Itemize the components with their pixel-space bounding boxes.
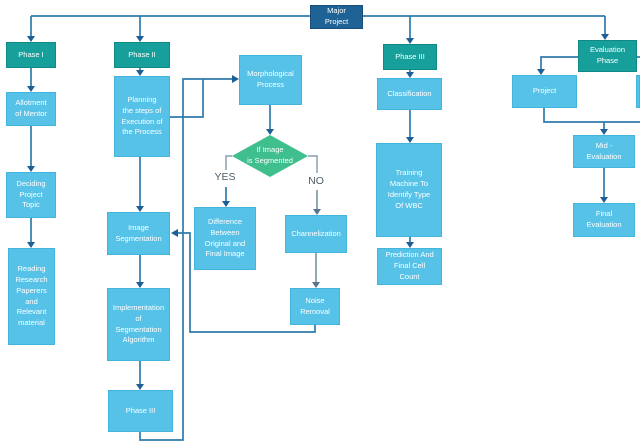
- edge-label-no: NO: [301, 175, 331, 187]
- arrowhead-classification: [406, 72, 414, 78]
- node-reading-research[interactable]: Reading Research Paperers and Relevant m…: [8, 248, 55, 345]
- node-image-segmentation[interactable]: Image Segmentation: [107, 212, 170, 255]
- node-implementation-algorithm[interactable]: Implementation of Segmentation Algorithm: [107, 288, 170, 361]
- arrowhead-implementation: [136, 282, 144, 288]
- node-phase1[interactable]: Phase I: [6, 42, 56, 68]
- edge-project-midrail: [543, 108, 640, 123]
- arrowhead-phase1: [27, 36, 35, 42]
- arrowhead-prediction: [406, 242, 414, 248]
- edge-evaluation-project: [540, 56, 578, 70]
- node-mid-evaluation[interactable]: Mid - Evaluation: [573, 135, 635, 168]
- node-phase3[interactable]: Phase III: [383, 44, 437, 70]
- arrowhead-reading: [27, 242, 35, 248]
- arrowhead-deciding: [27, 166, 35, 172]
- arrowhead-phase3loop: [136, 384, 144, 390]
- arrowhead-evaluation: [601, 34, 609, 40]
- node-phase2[interactable]: Phase II: [114, 42, 170, 68]
- node-noise-removal[interactable]: Noise Removal: [290, 288, 340, 325]
- arrowhead-imageseg: [136, 206, 144, 212]
- arrowhead-decision: [266, 129, 274, 135]
- edge-planning-side: [170, 79, 204, 118]
- node-allotment-of-mentor[interactable]: Allotment of Mentor: [6, 92, 56, 126]
- node-morphological-process[interactable]: Morphological Process: [239, 55, 302, 105]
- node-training-machine[interactable]: Training Machine To Identify Type Of WBC: [376, 143, 442, 237]
- node-phase3-loop[interactable]: Phase III: [108, 390, 173, 432]
- node-channelization[interactable]: Channelization: [285, 215, 347, 253]
- arrowhead-phase3: [406, 38, 414, 44]
- edge-label-yes: YES: [208, 171, 242, 183]
- arrowhead-imageseg-loop: [171, 229, 178, 237]
- node-evaluation-phase[interactable]: Evaluation Phase: [578, 40, 637, 72]
- arrowhead-morphological: [232, 75, 239, 83]
- arrowhead-noise: [312, 282, 320, 288]
- arrowhead-project: [537, 69, 545, 75]
- node-planning-steps[interactable]: Planning the steps of Execution of the P…: [114, 76, 170, 157]
- node-prediction-count[interactable]: Prediction And Final Cell Count: [377, 248, 442, 285]
- arrowhead-phase2: [136, 36, 144, 42]
- node-cutoff-right-edge[interactable]: [636, 75, 640, 108]
- node-major-project[interactable]: Major Project: [310, 5, 363, 29]
- edge-yes-stem: [225, 155, 232, 170]
- node-difference-images[interactable]: Difference Between Original and Final Im…: [194, 207, 256, 270]
- edge-no-stem: [308, 155, 318, 173]
- arrowhead-difference: [222, 201, 230, 207]
- edge-phase3loop-morphological: [139, 78, 233, 441]
- arrowhead-training: [406, 137, 414, 143]
- node-project[interactable]: Project: [512, 75, 577, 108]
- node-deciding-project-topic[interactable]: Deciding Project Topic: [6, 172, 56, 218]
- arrowhead-midevaluation: [600, 129, 608, 135]
- arrowhead-allotment: [27, 86, 35, 92]
- edge-noise-loopback: [178, 232, 316, 333]
- arrowhead-planning: [136, 70, 144, 76]
- arrowhead-channelization: [313, 209, 321, 215]
- node-classification[interactable]: Classification: [377, 78, 442, 110]
- node-final-evaluation[interactable]: Final Evaluation: [573, 203, 635, 237]
- arrowhead-finalevaluation: [600, 197, 608, 203]
